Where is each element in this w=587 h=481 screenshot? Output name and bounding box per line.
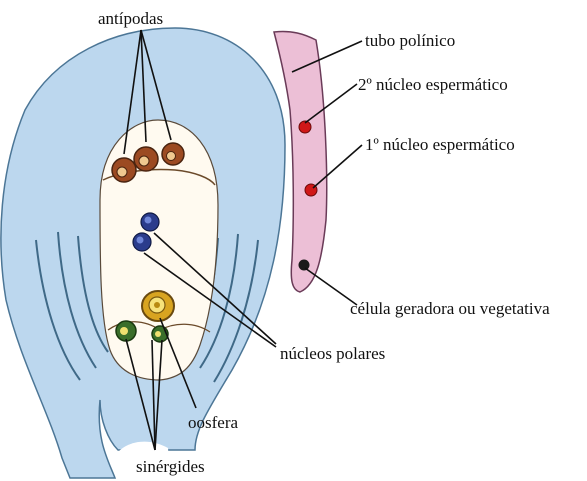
vegetative-nucleus <box>299 260 310 271</box>
oosphere <box>142 291 174 321</box>
label-primeiro-nucleo: 1º núcleo espermático <box>365 135 515 154</box>
label-nucleos-polares: núcleos polares <box>280 344 385 363</box>
label-sinergides: sinérgides <box>136 457 205 476</box>
label-antipodas: antípodas <box>98 9 163 28</box>
label-oosfera: oosfera <box>188 413 238 432</box>
label-segundo-nucleo: 2º núcleo espermático <box>358 75 508 94</box>
label-celula-geradora: célula geradora ou vegetativa <box>350 299 550 318</box>
label-tubo-polinico: tubo polínico <box>365 31 455 50</box>
